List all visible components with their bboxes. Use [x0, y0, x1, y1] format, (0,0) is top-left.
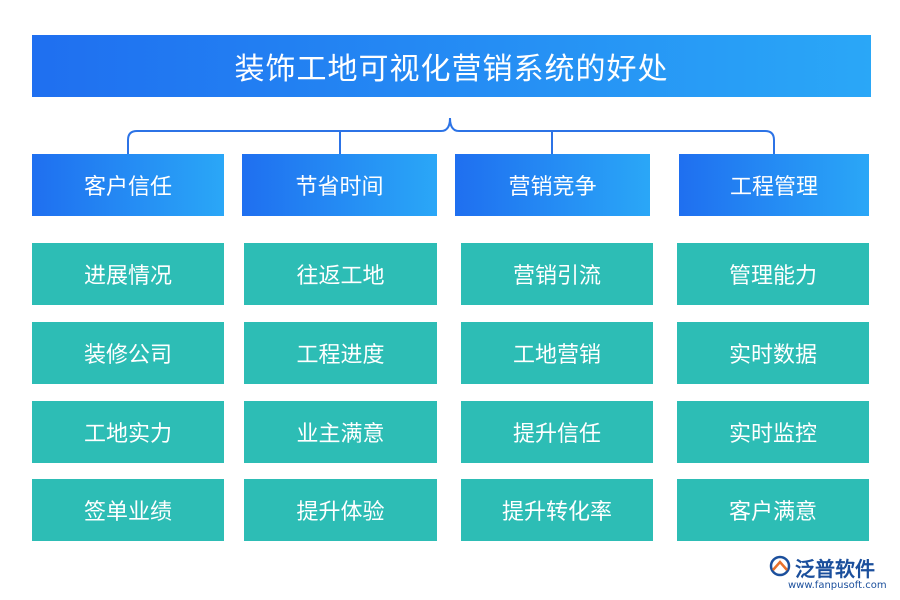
list-item: 客户满意	[677, 479, 869, 541]
list-item: 工地实力	[32, 401, 224, 463]
list-item: 业主满意	[244, 401, 437, 463]
list-item: 实时监控	[677, 401, 869, 463]
list-item: 工程进度	[244, 322, 437, 384]
list-item: 工地营销	[461, 322, 653, 384]
logo-url: www.fanpusoft.com	[788, 580, 887, 591]
list-item: 进展情况	[32, 243, 224, 305]
logo-mark-icon	[769, 555, 791, 577]
list-item: 提升信任	[461, 401, 653, 463]
category-save-time: 节省时间	[242, 154, 437, 216]
list-item: 装修公司	[32, 322, 224, 384]
list-item: 提升转化率	[461, 479, 653, 541]
category-customer-trust: 客户信任	[32, 154, 224, 216]
list-item: 管理能力	[677, 243, 869, 305]
list-item: 提升体验	[244, 479, 437, 541]
list-item: 往返工地	[244, 243, 437, 305]
brand-logo: 泛普软件 www.fanpusoft.com	[768, 553, 893, 597]
list-item: 实时数据	[677, 322, 869, 384]
category-project-management: 工程管理	[679, 154, 869, 216]
category-marketing-competition: 营销竞争	[455, 154, 650, 216]
list-item: 签单业绩	[32, 479, 224, 541]
list-item: 营销引流	[461, 243, 653, 305]
logo-name: 泛普软件	[795, 557, 875, 581]
diagram-title: 装饰工地可视化营销系统的好处	[32, 35, 871, 97]
